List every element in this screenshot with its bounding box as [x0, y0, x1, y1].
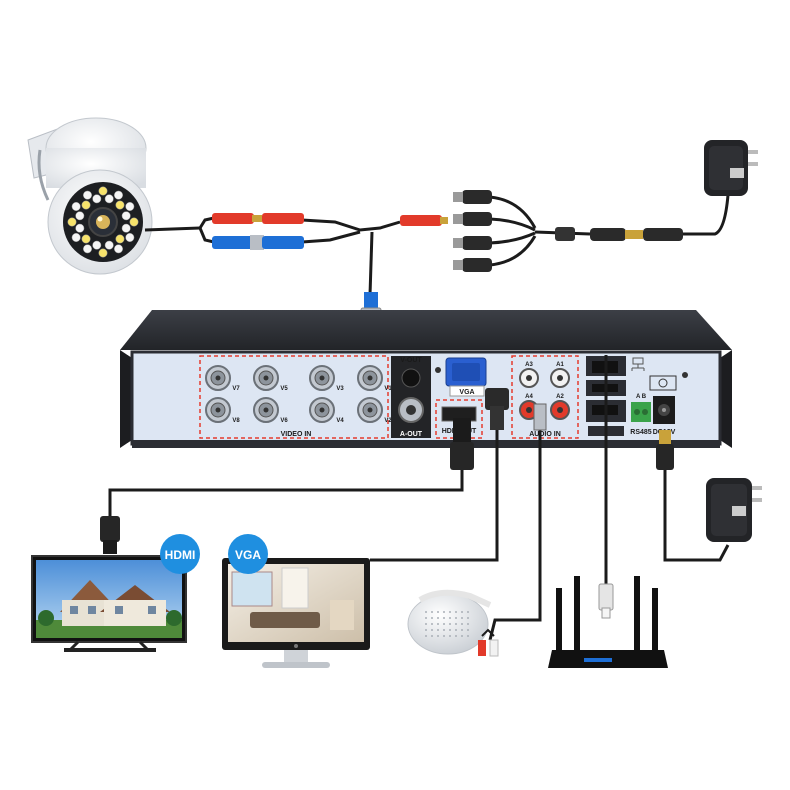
- router: [548, 576, 668, 668]
- rca-port-a1: A1: [550, 362, 570, 388]
- bnc-port-v3: V3: [309, 365, 344, 392]
- camera-pigtail-cables: [144, 216, 401, 296]
- bnc-port-v6: V6: [253, 397, 288, 424]
- power-adapter-bottom: [706, 478, 762, 542]
- vga-monitor: [222, 558, 370, 668]
- a-out-label: A-OUT: [400, 431, 423, 438]
- power-adapter-top: [704, 140, 758, 196]
- rca-label-a3: A3: [525, 362, 533, 368]
- vga-plug: [485, 388, 509, 430]
- ethernet-plug: [598, 583, 614, 619]
- rca-plug-red-2: [262, 213, 304, 224]
- bnc-label-v7: V7: [232, 386, 240, 392]
- bnc-label-v1: V1: [384, 386, 392, 392]
- dc-input-plug: [656, 430, 674, 470]
- rca-plug-audio: [533, 403, 547, 431]
- bnc-label-v6: V6: [280, 418, 288, 424]
- bnc-label-v5: V5: [280, 386, 288, 392]
- rca-port-a2: A2: [550, 394, 570, 420]
- bnc-label-v3: V3: [336, 386, 344, 392]
- hdmi-monitor: [31, 555, 187, 652]
- rca-label-a4: A4: [525, 394, 533, 400]
- rca-plug-red-1: [212, 213, 262, 224]
- rs485-pins-label: A B: [636, 394, 647, 400]
- video-in-label: VIDEO IN: [281, 431, 312, 438]
- video-audio-out-block: V-OUT A-OUT: [391, 356, 431, 438]
- hdmi-plug: [100, 418, 474, 554]
- mic-grille: [425, 611, 469, 637]
- rca-port-a3: A3: [519, 362, 539, 388]
- ir-led-ring: [67, 186, 139, 258]
- ptz-camera: [27, 117, 153, 275]
- bnc-plug-blue-2: [262, 236, 304, 249]
- power-splitter-cable: [453, 190, 730, 272]
- rca-plug-red-3: [400, 215, 448, 226]
- rs485-terminal: A B RS485: [630, 394, 652, 436]
- vga-port: VGA: [445, 357, 487, 397]
- hdmi-badge: HDMI: [160, 534, 200, 574]
- bnc-port-v2: V2: [357, 397, 392, 424]
- rca-label-a2: A2: [556, 394, 564, 400]
- audio-in-label: AUDIO IN: [529, 431, 561, 438]
- hdmi-badge-label: HDMI: [165, 548, 196, 562]
- network-icon: [631, 357, 645, 371]
- bnc-label-v4: V4: [336, 418, 344, 424]
- bnc-label-v2: V2: [384, 418, 392, 424]
- bnc-plug-blue-1: [212, 235, 264, 250]
- bnc-port-v8: V8: [205, 397, 240, 424]
- output-cables: [108, 355, 730, 641]
- bnc-port-v4: V4: [309, 397, 344, 424]
- rca-label-a1: A1: [556, 362, 564, 368]
- dc-plug: [453, 190, 492, 272]
- microphone: [407, 589, 499, 657]
- bnc-port-v1: V1: [357, 365, 392, 392]
- vga-badge: VGA: [228, 534, 268, 574]
- bnc-port-v5: V5: [253, 365, 288, 392]
- rs485-label: RS485: [630, 429, 652, 436]
- vga-badge-label: VGA: [235, 548, 261, 562]
- v-out-label: V-OUT: [400, 357, 422, 364]
- bnc-port-v7: V7: [205, 365, 240, 392]
- vga-port-label: VGA: [459, 389, 474, 396]
- bnc-label-v8: V8: [232, 418, 240, 424]
